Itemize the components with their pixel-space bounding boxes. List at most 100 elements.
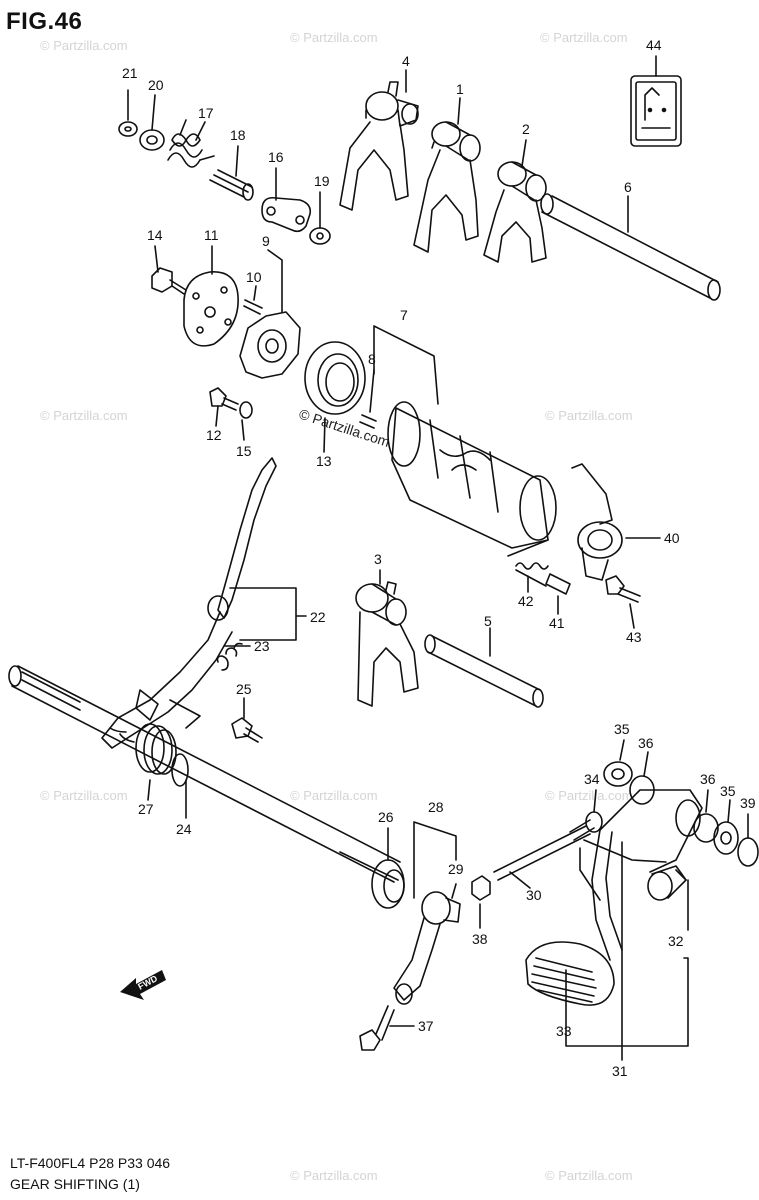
callout: 31	[612, 1063, 628, 1079]
part-38-nut	[471, 875, 491, 901]
watermark: © Partzilla.com	[290, 30, 378, 45]
part-25-bolt	[231, 717, 263, 743]
part-19-washer	[309, 227, 331, 245]
part-30-rod	[493, 819, 595, 881]
callout: 11	[204, 227, 219, 243]
part-31-shift-pedal	[579, 789, 703, 961]
part-15-washer	[239, 401, 253, 419]
part-18-pin	[209, 169, 254, 201]
watermark: © Partzilla.com	[545, 408, 633, 423]
part-26-oil-seal	[371, 859, 405, 909]
part-12-bolt	[209, 387, 239, 411]
part-23-spring	[216, 642, 243, 671]
part-20-washer	[139, 129, 165, 151]
direction-arrow-icon: FWD	[120, 970, 166, 1000]
part-2-shift-fork	[483, 161, 547, 263]
part-14-bolt	[151, 267, 187, 295]
watermark: © Partzilla.com	[545, 1168, 633, 1183]
watermark: © Partzilla.com	[40, 408, 128, 423]
callout: 36	[638, 735, 654, 751]
part-8-pin	[359, 414, 377, 429]
section-name: GEAR SHIFTING (1)	[10, 1176, 140, 1192]
watermark: © Partzilla.com	[290, 788, 378, 803]
callout: 9	[262, 233, 270, 249]
callout: 36	[700, 771, 716, 787]
part-37-bolt	[359, 1005, 395, 1051]
part-17-spring	[167, 119, 215, 168]
callout: 5	[484, 613, 492, 629]
part-34-bushing	[585, 811, 603, 833]
callout: 15	[236, 443, 252, 459]
callout: 18	[230, 127, 246, 143]
callout: 44	[646, 37, 662, 53]
callout: 7	[400, 307, 408, 323]
part-1-shift-fork	[413, 121, 481, 253]
model-code: LT-F400FL4 P28 P33 046	[10, 1155, 171, 1171]
callout: 14	[147, 227, 163, 243]
callout: 40	[664, 530, 680, 546]
part-44-label-plate	[630, 75, 682, 147]
part-32-cap	[647, 865, 687, 901]
callout-numbers: 21 20 17 18 16 19 4 1 2 6 44 14 11 9 10 …	[122, 37, 756, 1079]
part-27-spring	[135, 723, 177, 775]
callout: 2	[522, 121, 530, 137]
callout: 10	[246, 269, 262, 285]
callout: 42	[518, 593, 534, 609]
part-41-pin	[545, 573, 571, 595]
part-22-shift-arm	[101, 457, 277, 749]
watermark: © Partzilla.com	[540, 30, 628, 45]
callout: 28	[428, 799, 444, 815]
part-3-shift-fork	[355, 581, 419, 707]
callout: 33	[556, 1023, 572, 1039]
callout: 25	[236, 681, 252, 697]
callout: 19	[314, 173, 330, 189]
part-39-clip	[737, 837, 759, 867]
callout: 16	[268, 149, 284, 165]
callout: 3	[374, 551, 382, 567]
part-24-gearshift-shaft	[8, 665, 401, 883]
callout: 32	[668, 933, 684, 949]
watermark: © Partzilla.com	[545, 788, 633, 803]
part-42-spring	[515, 562, 549, 570]
figure-footer: LT-F400FL4 P28 P33 046 GEAR SHIFTING (1)	[10, 1153, 170, 1195]
callout: 35	[720, 783, 736, 799]
part-36-clip-2	[693, 813, 719, 843]
callout: 1	[456, 81, 464, 97]
callout: 20	[148, 77, 164, 93]
part-35-washer	[603, 761, 633, 787]
callout: 4	[402, 53, 410, 69]
callout: 29	[448, 861, 464, 877]
part-43-bolt	[605, 575, 641, 603]
callout: 27	[138, 801, 154, 817]
callout: 43	[626, 629, 642, 645]
part-7-bearing	[304, 341, 366, 415]
callout: 12	[206, 427, 222, 443]
callout: 8	[368, 351, 376, 367]
leader-lines	[127, 55, 749, 1061]
part-11-plate	[183, 271, 239, 347]
callout: 30	[526, 887, 542, 903]
callout: 38	[472, 931, 488, 947]
watermark: © Partzilla.com	[40, 38, 128, 53]
callout: 17	[198, 105, 214, 121]
part-40-guide	[571, 463, 623, 581]
part-10-pin	[243, 299, 263, 315]
part-35-washer-2	[713, 821, 739, 855]
callout: 21	[122, 65, 138, 81]
part-4-shift-fork	[339, 81, 419, 211]
callout: 41	[549, 615, 565, 631]
part-33-pedal-rubber	[525, 941, 615, 1006]
watermark: © Partzilla.com	[40, 788, 128, 803]
part-9-stopper	[239, 311, 301, 379]
part-5-shaft	[424, 634, 544, 708]
part-28-lever	[393, 891, 461, 1005]
callout: 23	[254, 638, 270, 654]
callout: 39	[740, 795, 756, 811]
figure-title: FIG.46	[6, 8, 83, 35]
callout: 34	[584, 771, 600, 787]
part-gearshift-cam-drum	[387, 401, 557, 549]
callout: 24	[176, 821, 192, 837]
callout: 35	[614, 721, 630, 737]
part-21-washer	[118, 121, 138, 137]
